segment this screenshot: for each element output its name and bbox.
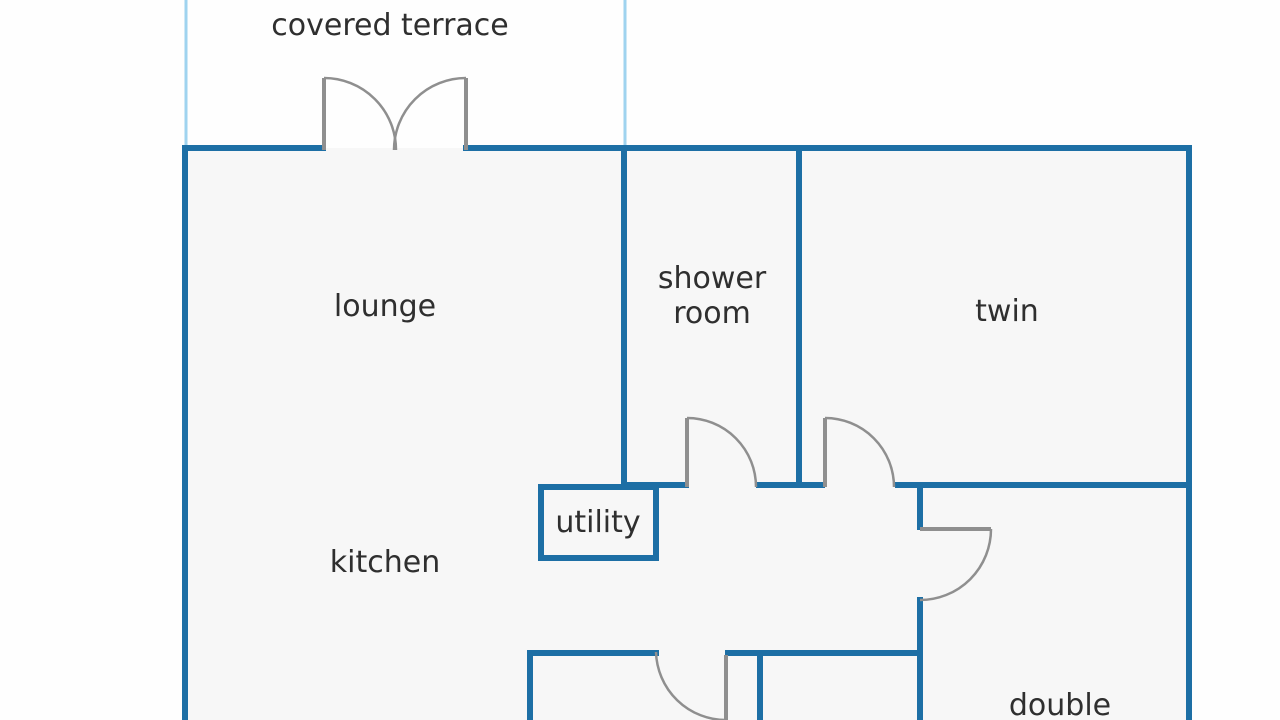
shower-door-arc (686, 416, 758, 488)
utility-room-walls (538, 484, 659, 561)
terrace-door-right-arc (392, 76, 467, 151)
double-label: double (1009, 688, 1111, 720)
lounge-label: lounge (334, 289, 436, 324)
shower-room-label-line1: shower (658, 261, 767, 296)
shower-room-label-line2: room (673, 296, 751, 331)
bottom-room-door-arc (654, 651, 727, 720)
kitchen-label: kitchen (330, 545, 440, 580)
utility-label: utility (555, 505, 640, 540)
double-door-arc (919, 528, 993, 602)
covered-terrace-label: covered terrace (271, 8, 508, 43)
terrace-door-left-arc (323, 76, 398, 151)
twin-door-arc (824, 416, 896, 488)
twin-label: twin (975, 294, 1039, 329)
